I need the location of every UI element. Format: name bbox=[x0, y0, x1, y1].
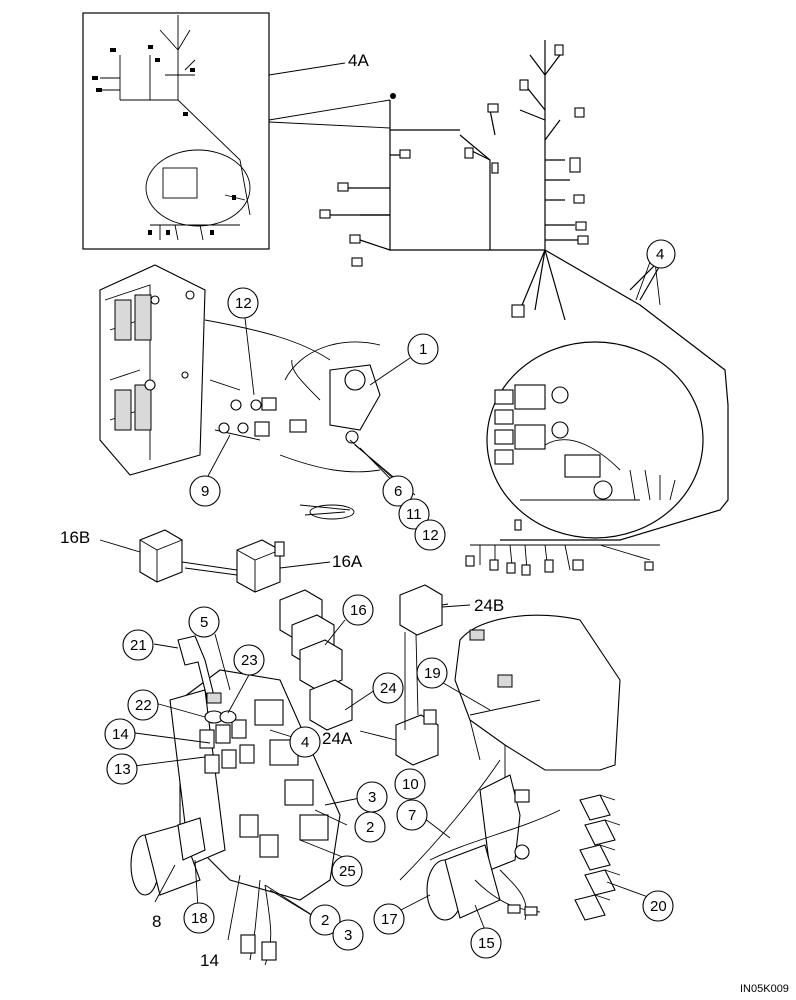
callout-22: 22 bbox=[127, 689, 159, 721]
callout-5: 5 bbox=[188, 606, 220, 638]
svg-text:11: 11 bbox=[406, 506, 422, 523]
connector-chain bbox=[574, 794, 649, 921]
callout-14: 14 bbox=[104, 718, 136, 750]
svg-text:7: 7 bbox=[408, 807, 416, 824]
callout-3-upper: 3 bbox=[356, 781, 388, 813]
svg-text:4: 4 bbox=[301, 734, 309, 751]
label-4a: 4A bbox=[348, 51, 369, 70]
inset-harness-detail bbox=[82, 12, 391, 250]
figure-code: IN05K009 bbox=[740, 983, 789, 995]
callout-3-lower: 3 bbox=[332, 919, 364, 951]
svg-text:22: 22 bbox=[135, 697, 152, 714]
callout-4-relay: 4 bbox=[289, 726, 321, 758]
svg-text:5: 5 bbox=[200, 614, 208, 631]
callout-1: 1 bbox=[407, 333, 439, 365]
callout-2-upper: 2 bbox=[354, 811, 386, 843]
svg-text:1: 1 bbox=[419, 341, 427, 358]
label-16a: 16A bbox=[332, 552, 363, 571]
svg-text:24: 24 bbox=[380, 680, 397, 697]
callout-12-lower: 12 bbox=[414, 519, 446, 551]
ignition-switch-assembly bbox=[204, 319, 381, 520]
callout-4-harness-label: 4 bbox=[656, 246, 664, 263]
relay-16b bbox=[139, 529, 183, 583]
callout-21: 21 bbox=[122, 629, 154, 661]
callout-9: 9 bbox=[189, 475, 221, 507]
label-14-lower: 14 bbox=[200, 951, 219, 970]
svg-text:12: 12 bbox=[422, 527, 439, 544]
svg-text:21: 21 bbox=[130, 637, 147, 654]
svg-text:17: 17 bbox=[381, 911, 398, 928]
callout-20: 20 bbox=[642, 890, 674, 922]
callout-25: 25 bbox=[331, 855, 363, 887]
relay-16a bbox=[236, 539, 285, 593]
svg-text:9: 9 bbox=[201, 483, 209, 500]
svg-text:18: 18 bbox=[191, 910, 208, 927]
horn-mount-bracket bbox=[399, 614, 621, 921]
callout-19: 19 bbox=[416, 657, 448, 689]
svg-text:14: 14 bbox=[112, 726, 129, 743]
svg-text:2: 2 bbox=[321, 912, 329, 929]
callout-23: 23 bbox=[233, 644, 265, 676]
label-16b: 16B bbox=[60, 528, 90, 547]
svg-text:10: 10 bbox=[402, 776, 419, 793]
callout-10: 10 bbox=[394, 768, 426, 800]
callout-16: 16 bbox=[342, 594, 374, 626]
callout-7: 7 bbox=[396, 799, 428, 831]
label-8: 8 bbox=[152, 912, 161, 931]
svg-text:12: 12 bbox=[235, 295, 252, 312]
svg-text:25: 25 bbox=[339, 863, 356, 880]
svg-text:16: 16 bbox=[350, 602, 367, 619]
callout-13: 13 bbox=[106, 753, 138, 785]
svg-text:19: 19 bbox=[424, 665, 441, 682]
callout-2-lower: 2 bbox=[309, 904, 341, 936]
callout-4-harness bbox=[646, 239, 676, 269]
svg-text:3: 3 bbox=[368, 789, 376, 806]
svg-text:20: 20 bbox=[650, 898, 667, 915]
callout-12-upper: 12 bbox=[227, 287, 259, 319]
label-24b: 24B bbox=[474, 596, 504, 615]
svg-text:23: 23 bbox=[241, 652, 258, 669]
svg-text:13: 13 bbox=[114, 761, 131, 778]
label-24a: 24A bbox=[322, 729, 353, 748]
fuse-panel-bracket bbox=[99, 264, 206, 476]
callout-17: 17 bbox=[373, 903, 405, 935]
main-wiring-harness bbox=[319, 40, 729, 576]
svg-text:15: 15 bbox=[478, 935, 495, 952]
svg-text:3: 3 bbox=[344, 927, 352, 944]
callout-24: 24 bbox=[372, 672, 404, 704]
svg-text:6: 6 bbox=[394, 483, 402, 500]
callout-6: 6 bbox=[382, 475, 414, 507]
callout-11: 11 bbox=[398, 498, 430, 530]
hardware-parts bbox=[177, 635, 237, 724]
svg-text:2: 2 bbox=[366, 819, 374, 836]
callout-15: 15 bbox=[470, 927, 502, 959]
callout-18: 18 bbox=[183, 902, 215, 934]
